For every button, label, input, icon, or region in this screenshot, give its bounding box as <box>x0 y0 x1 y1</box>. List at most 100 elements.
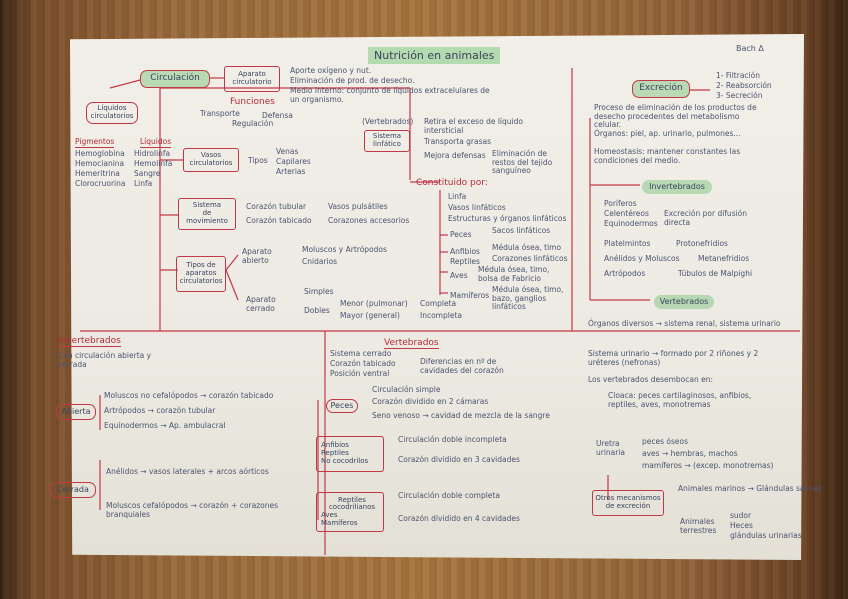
uretra-item-2: aves → hembras, machos <box>642 450 738 459</box>
otros-terrestres: Animales terrestres <box>680 518 730 535</box>
circulacion-node: Circulación <box>140 70 210 88</box>
corner-note: Bach Δ <box>736 44 764 53</box>
doble-menor: Menor (pulmonar) <box>340 300 408 309</box>
organo-mamiferos: Mamíferos <box>450 292 489 301</box>
doble-incompleta: Incompleta <box>420 312 462 321</box>
grupo2-no-cocodrilos: No cocodrilos <box>321 458 368 466</box>
funcion-transporte: Transporte <box>200 110 240 119</box>
peces-item-2: Corazón dividido en 2 cámaras <box>372 398 488 407</box>
inv-row-3-a: Artrópodos <box>604 270 645 279</box>
liquido-3: Sangre <box>134 170 160 179</box>
pigmento-4: Clorocruorina <box>75 180 125 189</box>
grupo2-item-2: Corazón dividido en 3 cavidades <box>398 456 520 465</box>
otros-marinos: Animales marinos → Glándulas salinas <box>678 485 822 494</box>
organo-note-2: Médula ósea, timo <box>492 244 561 253</box>
constituido-vasos: Vasos linfáticos <box>448 204 506 213</box>
otros-mecanismos-node: Otros mecanismos de excreción <box>592 490 664 516</box>
vaso-arterias: Arterias <box>276 168 305 177</box>
grupo3-item-1: Circulación doble completa <box>398 492 500 501</box>
vert-item-3: Los vertebrados desembocan en: <box>588 376 713 385</box>
vaso-capilares: Capilares <box>276 158 311 167</box>
abierta-item-2: Artrópodos → corazón tubular <box>104 407 215 416</box>
grupo3-reptiles: Reptiles cocodrilianos <box>321 497 383 512</box>
otros-terrestre-1: sudor <box>730 512 751 521</box>
peces-node: Peces <box>326 399 358 413</box>
aparato-abierto-label: Aparato abierto <box>242 248 272 265</box>
inv-row-2-b: Metanefridios <box>698 255 749 264</box>
linf-note-2: Transporta grasas <box>424 138 491 147</box>
aparato-note-1: Aporte oxígeno y nut. <box>290 67 371 76</box>
constituido-label: Constituido por: <box>416 178 488 188</box>
inv-row-3-b: Túbulos de Malpighi <box>678 270 752 279</box>
cocodrilos-aves-mamiferos-node: Reptiles cocodrilianos Aves Mamíferos <box>316 492 384 532</box>
cerrado-dobles: Dobles <box>304 307 330 316</box>
vert-circ-item-3: Posición ventral <box>330 370 389 379</box>
organo-aves: Aves <box>450 272 468 281</box>
uretra-label: Uretra urinaria <box>596 440 636 457</box>
liquido-2: Hemolinfa <box>134 160 172 169</box>
liquidos-label: Líquidos <box>140 138 171 148</box>
vert-circ-note: Diferencias en nº de cavidades del coraz… <box>420 358 520 375</box>
inv-row-2-a: Anélidos y Moluscos <box>604 255 680 264</box>
cloaca-item: Cloaca: peces cartilaginosos, anfibios, … <box>608 392 758 409</box>
cerrado-simples: Simples <box>304 288 334 297</box>
mov-corazon-tabicado: Corazón tabicado <box>246 217 312 226</box>
liquidos-circulatorios-node: Líquidos circulatorios <box>86 102 138 124</box>
pigmento-1: Hemoglobina <box>75 150 125 159</box>
organo-anfibios: Anfibios <box>450 248 480 257</box>
otros-terrestre-2: Heces <box>730 522 753 531</box>
excrecion-type-2: 2- Reabsorción <box>716 82 772 91</box>
linf-note-4: Eliminación de restos del tejido sanguín… <box>492 150 564 176</box>
funciones-label: Funciones <box>230 97 275 107</box>
excrecion-organos: Órganos: piel, ap. urinario, pulmones... <box>594 130 741 139</box>
excrecion-homeostasis: Homeostasis: mantener constantes las con… <box>594 148 764 165</box>
grupo3-mamiferos: Mamíferos <box>321 520 358 528</box>
vaso-venas: Venas <box>276 148 298 157</box>
map-title: Nutrición en animales <box>368 47 500 64</box>
peces-item-3: Seno venoso → cavidad de mezcla de la sa… <box>372 412 552 421</box>
excrecion-invertebrados-label: Invertebrados <box>642 180 712 194</box>
abierta-item-3: Equinodermos → Ap. ambulacral <box>104 422 226 431</box>
cerrada-node: Cerrada <box>50 482 96 498</box>
aparato-note-2: Eliminación de prod. de desecho. <box>290 77 415 86</box>
liquido-4: Linfa <box>134 180 152 189</box>
excrecion-vertebrados-label: Vertebrados <box>654 295 714 309</box>
inv-difusion: Excreción por difusión directa <box>664 210 774 227</box>
vertebrados-heading: Vertebrados <box>384 338 439 349</box>
constituido-linfa: Linfa <box>448 193 466 202</box>
vasos-tipos: Tipos <box>248 157 268 166</box>
organo-peces: Peces <box>450 231 472 240</box>
abierta-item-1: Moluscos no cefalópodos → corazón tabica… <box>104 392 273 401</box>
invertebrados-heading: Invertebrados <box>58 336 121 347</box>
linf-note-1: Retira el exceso de líquido intersticial <box>424 118 544 135</box>
mov-vasos-pulsatiles: Vasos pulsátiles <box>328 203 388 212</box>
cerrada-item-1: Anélidos → vasos laterales + arcos aórti… <box>106 468 269 477</box>
mov-corazones-accesorios: Corazones accesorios <box>328 217 409 226</box>
organo-note-4: Médula ósea, timo, bolsa de Fabricio <box>478 266 570 283</box>
pigmento-3: Hemeritrina <box>75 170 120 179</box>
mov-corazon-tubular: Corazón tubular <box>246 203 306 212</box>
vert-circ-item-1: Sistema cerrado <box>330 350 391 359</box>
aparato-circulatorio-node: Aparato circulatorio <box>224 66 280 92</box>
organo-note-5: Médula ósea, timo, bazo, ganglios linfát… <box>492 286 572 312</box>
linfatico-header: (Vertebrados) <box>362 118 413 127</box>
inv-group-1: Poríferos <box>604 200 637 209</box>
aparato-cerrado-label: Aparato cerrado <box>246 296 276 313</box>
abierta-node: Abierta <box>56 404 96 420</box>
inv-group-2: Celentéreos <box>604 210 649 219</box>
inv-group-3: Equinodermos <box>604 220 658 229</box>
organo-note-1: Sacos linfáticos <box>492 227 550 236</box>
aparato-note-3: Medio interno: conjunto de líquidos extr… <box>290 87 490 104</box>
cerrada-item-2: Moluscos cefalópodos → corazón + corazon… <box>106 502 316 519</box>
vert-item-2: Sistema urinario → formado por 2 riñones… <box>588 350 788 367</box>
abierto-item-2: Cnidarios <box>302 258 337 267</box>
excrecion-definicion: Proceso de eliminación de los productos … <box>594 104 762 130</box>
sistema-linfatico-node: Sistema linfático <box>364 130 410 152</box>
grupo2-item-1: Circulación doble incompleta <box>398 436 507 445</box>
inv-row-1-a: Platelmintos <box>604 240 650 249</box>
pigmento-2: Hemocianina <box>75 160 124 169</box>
excrecion-type-3: 3- Secreción <box>716 92 762 101</box>
doble-completa: Completa <box>420 300 456 309</box>
otros-terrestre-3: glándulas urinarias <box>730 532 802 541</box>
